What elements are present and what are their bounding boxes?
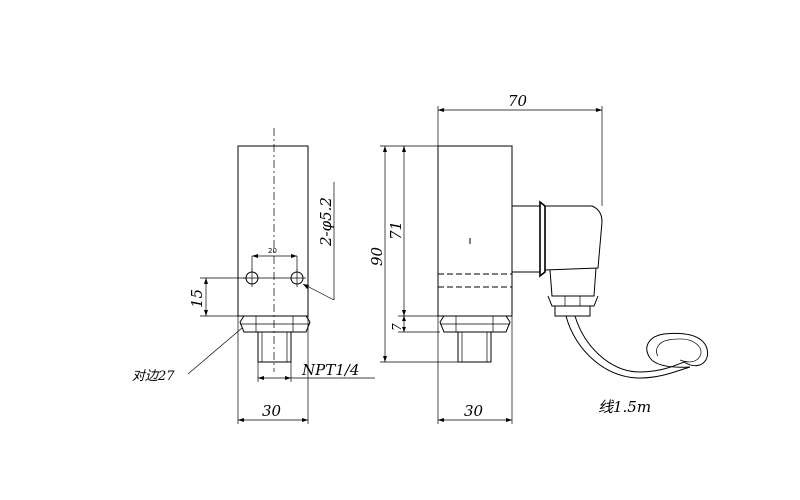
hex-height-label: 7 bbox=[390, 323, 404, 331]
front-body bbox=[237, 145, 309, 317]
cable-loop bbox=[646, 332, 708, 368]
connector-head bbox=[544, 205, 603, 271]
overall-height-label: 90 bbox=[368, 246, 386, 266]
wrench-label: 对边27 bbox=[132, 369, 175, 384]
thread-label: NPT1/4 bbox=[301, 361, 359, 379]
overall-length-label: 70 bbox=[508, 92, 528, 110]
front-thread-fitting bbox=[257, 331, 292, 363]
connector-flange bbox=[539, 200, 546, 278]
front-width-label: 30 bbox=[262, 402, 282, 420]
connector-neck bbox=[512, 205, 541, 273]
side-width-label: 30 bbox=[464, 402, 484, 420]
cable-length-label: 线1.5m bbox=[598, 398, 651, 416]
connector-gland bbox=[549, 267, 597, 297]
side-view: 线1.5m 70 90 71 7 bbox=[368, 92, 708, 424]
cable bbox=[565, 315, 691, 379]
side-thread-fitting bbox=[457, 331, 492, 363]
front-view: 20 15 2-φ5.2 NPT1/4 对边27 bbox=[132, 128, 375, 424]
side-body bbox=[437, 145, 513, 317]
body-height-label: 71 bbox=[387, 221, 405, 240]
hole-height-label: 15 bbox=[188, 289, 206, 308]
holes-label: 2-φ5.2 bbox=[317, 197, 335, 247]
hole-spacing-label: 20 bbox=[268, 247, 277, 255]
